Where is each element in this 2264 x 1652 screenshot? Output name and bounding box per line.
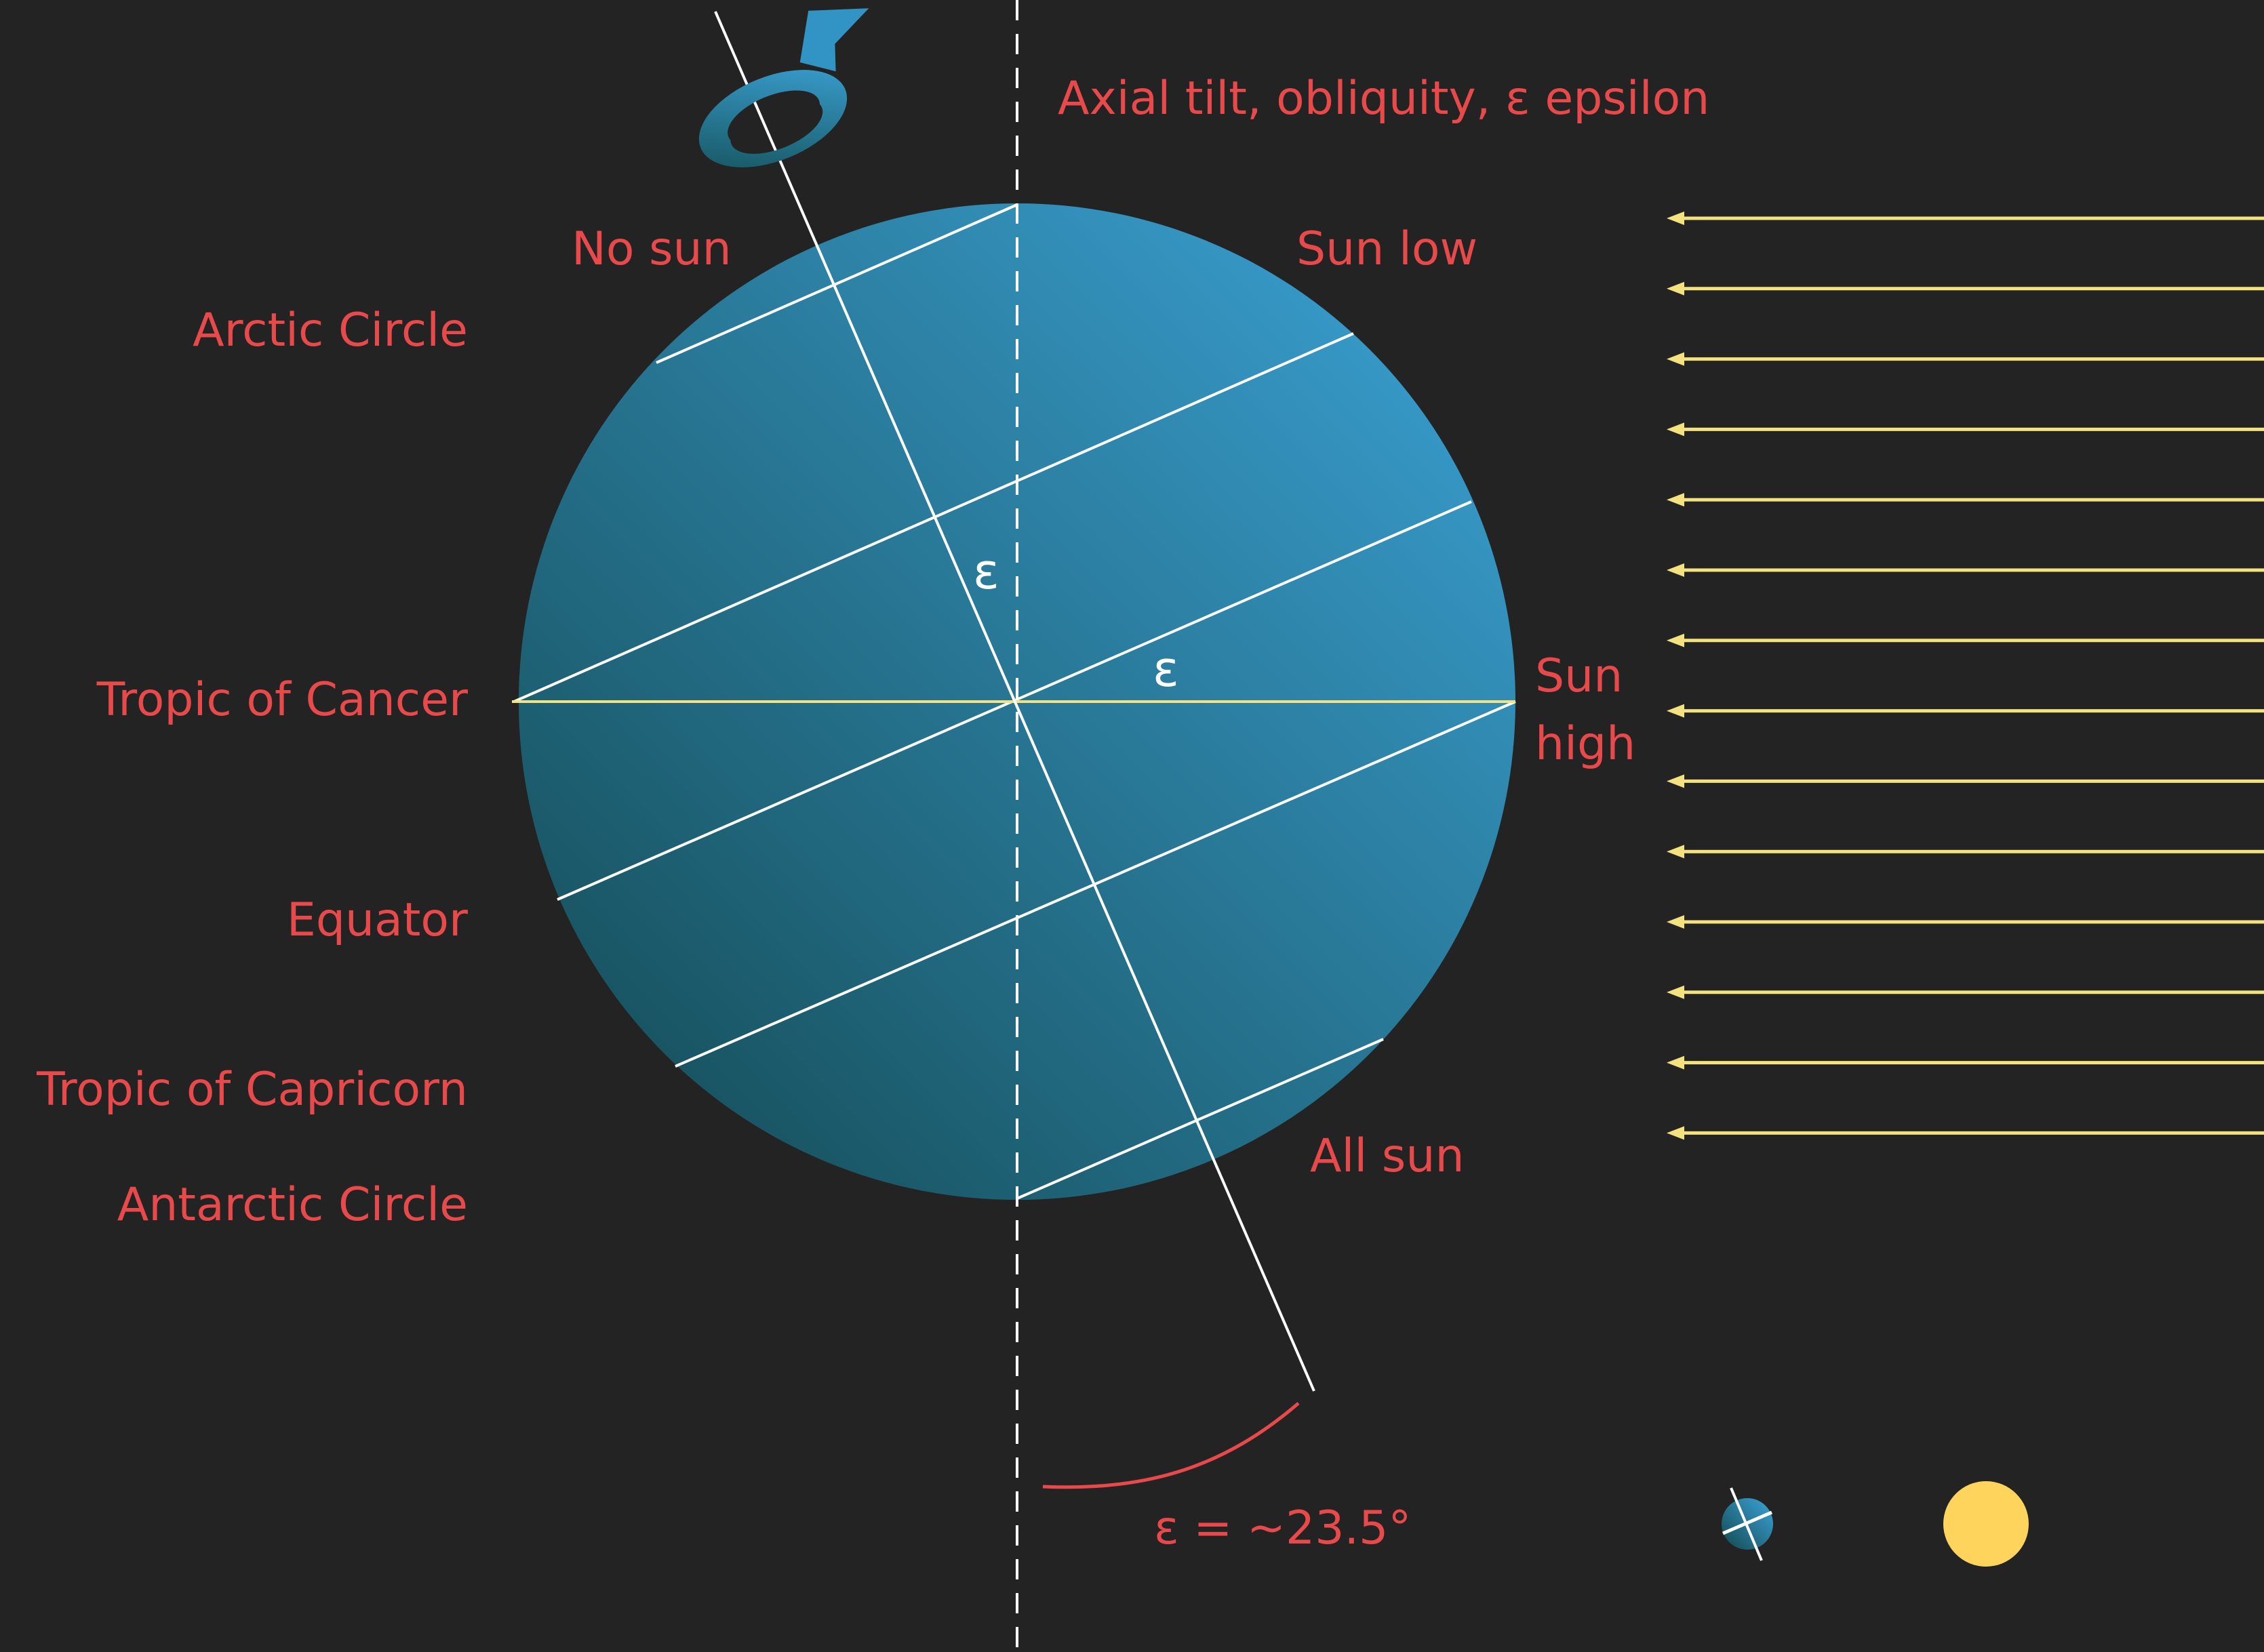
label-no-sun: No sun bbox=[572, 222, 732, 276]
sun-ray bbox=[1667, 985, 2264, 999]
mini-earth-icon bbox=[1722, 1487, 1773, 1561]
sun-ray bbox=[1667, 845, 2264, 859]
epsilon-axis-label: ɛ bbox=[973, 543, 999, 600]
label-antarctic-circle: Antarctic Circle bbox=[117, 1178, 468, 1232]
sun-ray bbox=[1667, 774, 2264, 788]
sun-ray bbox=[1667, 281, 2264, 296]
sun-icon bbox=[1943, 1481, 2029, 1567]
rotation-arrow-icon bbox=[698, 8, 869, 167]
sun-ray bbox=[1667, 422, 2264, 437]
label-sun-high-line2: high bbox=[1535, 717, 1635, 771]
sun-ray bbox=[1667, 633, 2264, 647]
label-sun-high-line1: Sun bbox=[1535, 649, 1623, 703]
tilt-angle-arc bbox=[1042, 1402, 1300, 1489]
rotation-axis-line bbox=[714, 11, 1315, 1392]
label-tropic-of-cancer: Tropic of Cancer bbox=[96, 673, 468, 727]
sun-ray bbox=[1667, 352, 2264, 366]
label-sun-low: Sun low bbox=[1296, 222, 1477, 276]
label-tropic-of-capricorn: Tropic of Capricorn bbox=[36, 1063, 468, 1116]
sun-ray bbox=[1667, 704, 2264, 718]
sun-ray bbox=[1667, 915, 2264, 929]
label-equator: Equator bbox=[287, 893, 468, 947]
epsilon-value-label: ɛ = ~23.5° bbox=[1154, 1502, 1411, 1555]
diagram-title: Axial tilt, obliquity, ɛ epsilon bbox=[1058, 72, 1709, 125]
label-arctic-circle: Arctic Circle bbox=[193, 304, 468, 357]
sun-ray bbox=[1667, 1126, 2264, 1140]
sun-ray bbox=[1667, 493, 2264, 507]
sun-ray bbox=[1667, 563, 2264, 577]
antarctic-circle-line bbox=[1016, 1038, 1384, 1200]
sun-ray bbox=[1667, 1055, 2264, 1070]
epsilon-equator-label: ɛ bbox=[1153, 641, 1179, 698]
label-all-sun: All sun bbox=[1310, 1129, 1465, 1183]
sun-ray bbox=[1667, 211, 2264, 225]
arctic-circle-line bbox=[656, 203, 1018, 364]
sun-rays bbox=[1667, 211, 2264, 1140]
